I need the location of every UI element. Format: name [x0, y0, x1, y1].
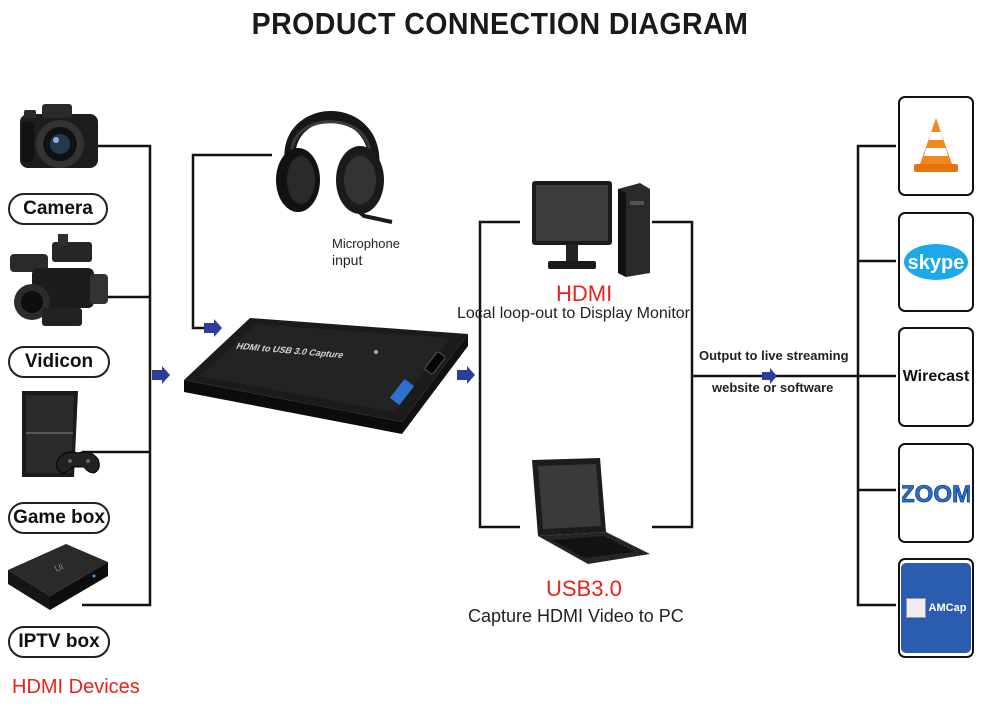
laptop-icon: [532, 458, 650, 564]
arrow-to-outputs: [457, 366, 475, 384]
desktop-pc-icon: [532, 181, 650, 277]
camcorder-icon: [10, 234, 108, 326]
diagram-title: PRODUCT CONNECTION DIAGRAM: [251, 6, 749, 41]
hdmi-devices-caption: HDMI Devices: [12, 676, 140, 698]
skype-logo-text: skype: [908, 252, 965, 274]
hdmi-output-caption: Local loop-out to Display Monitor: [457, 305, 691, 322]
zoom-logo-icon: ZOOM: [902, 481, 970, 508]
source-label-camera: Camera: [8, 193, 108, 225]
amcap-logo-icon: AMCap: [901, 563, 971, 653]
amcap-thumbnail-icon: [905, 598, 926, 618]
vlc-cone-icon: [914, 118, 958, 172]
wirecast-text-icon: Wirecast: [902, 368, 970, 385]
usb-output-caption: Capture HDMI Video to PC: [468, 606, 684, 626]
app-box-vlc: [898, 96, 974, 196]
amcap-logo-text: AMCap: [928, 602, 967, 614]
skype-logo-icon: skype: [904, 244, 968, 280]
tv-box-icon: Ui: [8, 544, 108, 610]
arrow-from-mic: [204, 319, 222, 337]
zoom-logo-text: ZOOM: [902, 481, 970, 508]
headset-icon: [276, 111, 393, 224]
capture-device: HDMI to USB 3.0 Capture: [184, 318, 468, 434]
game-console-icon: [22, 391, 100, 477]
app-box-wirecast: Wirecast: [898, 327, 974, 427]
usb-output-label: USB3.0: [546, 576, 622, 601]
streaming-label-line2: website or software: [712, 380, 834, 395]
source-label-iptv-box: IPTV box: [8, 626, 110, 658]
microphone-label: Microphone input: [332, 236, 400, 268]
arrow-into-capture: [152, 366, 170, 384]
dslr-camera-icon: [20, 104, 98, 168]
app-box-zoom: ZOOM: [898, 443, 974, 543]
microphone-label-line1: Microphone: [332, 236, 400, 251]
source-label-vidicon: Vidicon: [8, 346, 110, 378]
microphone-label-line2: input: [332, 252, 363, 268]
streaming-label-line1: Output to live streaming: [699, 348, 849, 363]
hdmi-output-label: HDMI: [556, 281, 613, 306]
svg-text:Ui: Ui: [53, 561, 65, 573]
source-label-game-box: Game box: [8, 502, 110, 534]
app-box-skype: skype: [898, 212, 974, 312]
app-box-amcap: AMCap: [898, 558, 974, 658]
arrow-to-streaming: [762, 368, 777, 384]
